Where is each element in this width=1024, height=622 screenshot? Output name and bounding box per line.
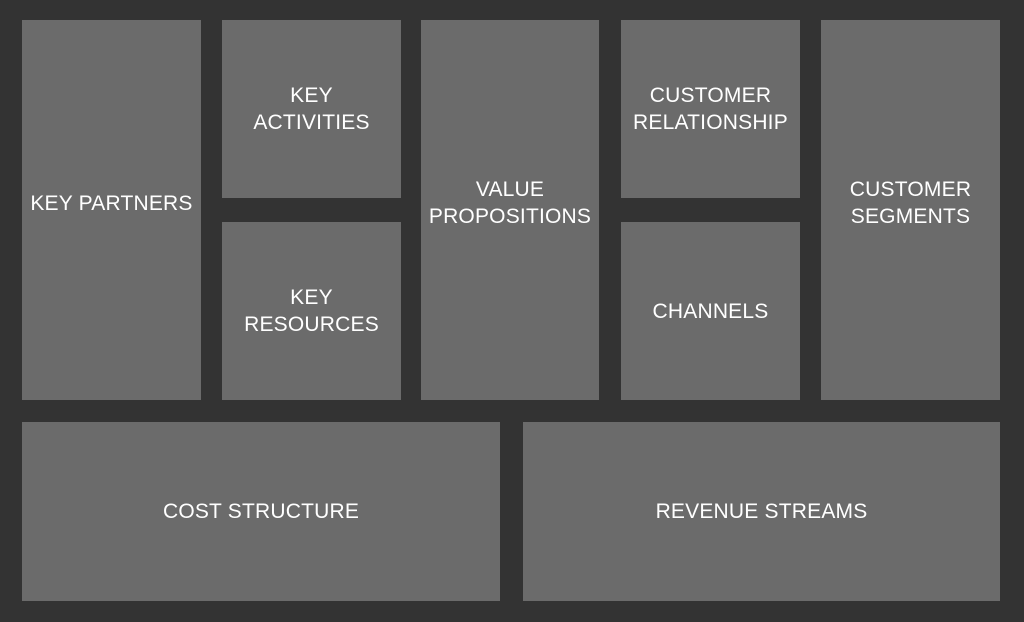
key-activities-label-line-1: KEY (290, 84, 333, 107)
customer-segments-label: CUSTOMER SEGMENTS (850, 176, 971, 230)
cost-structure-label: COST STRUCTURE (163, 498, 359, 525)
key-resources-block: KEY RESOURCES (222, 222, 401, 400)
value-propositions-block: VALUE PROPOSITIONS (421, 20, 599, 400)
cost-structure-block: COST STRUCTURE (22, 422, 500, 601)
customer-segments-label-line-2: SEGMENTS (850, 205, 971, 228)
channels-label: CHANNELS (653, 298, 769, 325)
customer-segments-label-line-1: CUSTOMER (849, 178, 972, 201)
value-propositions-label-line-2: PROPOSITIONS (428, 205, 592, 228)
cost-structure-label-line: COST STRUCTURE (162, 500, 360, 523)
key-partners-label: KEY PARTNERS (30, 190, 192, 217)
key-partners-block: KEY PARTNERS (22, 20, 201, 400)
customer-relationship-label: CUSTOMER RELATIONSHIP (633, 82, 788, 136)
revenue-streams-label: REVENUE STREAMS (656, 498, 868, 525)
customer-relationship-block: CUSTOMER RELATIONSHIP (621, 20, 800, 198)
value-propositions-label-line-1: VALUE (475, 178, 545, 201)
key-resources-label-line-1: KEY (290, 286, 333, 309)
key-activities-label: KEY ACTIVITIES (253, 82, 369, 136)
value-propositions-label: VALUE PROPOSITIONS (429, 176, 591, 230)
customer-segments-block: CUSTOMER SEGMENTS (821, 20, 1000, 400)
customer-relationship-label-line-2: RELATIONSHIP (633, 111, 788, 134)
key-resources-label-line-2: RESOURCES (244, 313, 379, 336)
channels-block: CHANNELS (621, 222, 800, 400)
revenue-streams-label-line: REVENUE STREAMS (655, 500, 868, 523)
key-partners-label-line: KEY PARTNERS (30, 191, 193, 215)
key-resources-label: KEY RESOURCES (244, 284, 379, 338)
revenue-streams-block: REVENUE STREAMS (523, 422, 1000, 601)
key-activities-label-line-2: ACTIVITIES (253, 111, 370, 134)
channels-label-line: CHANNELS (652, 299, 769, 323)
customer-relationship-label-line-1: CUSTOMER (649, 84, 772, 107)
key-activities-block: KEY ACTIVITIES (222, 20, 401, 198)
